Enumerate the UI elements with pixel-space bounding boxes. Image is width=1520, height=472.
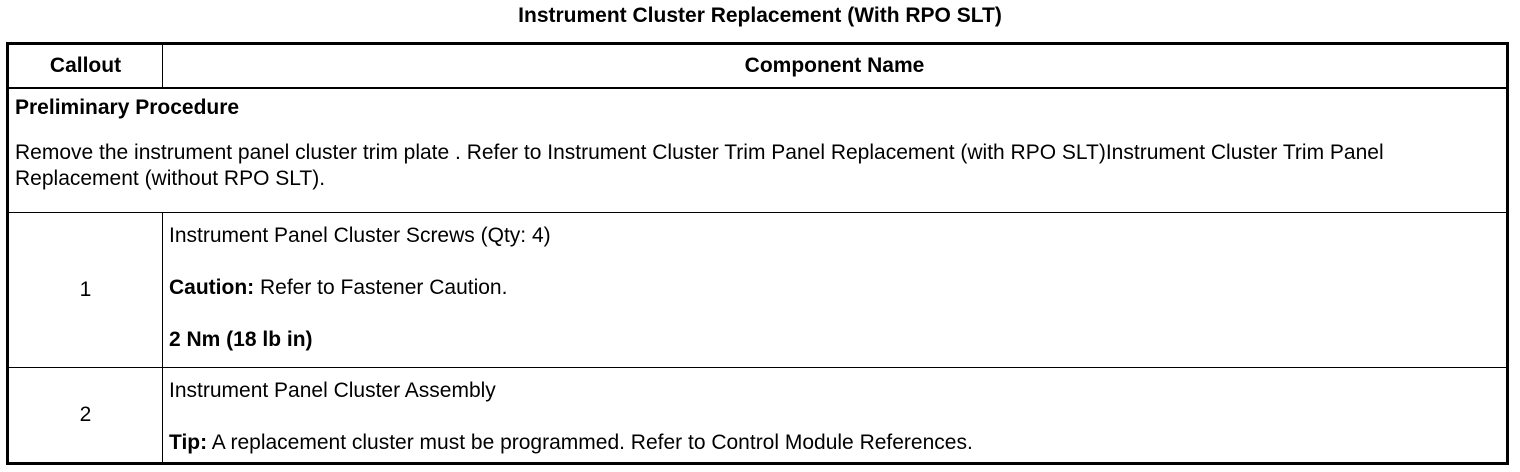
caution-text: Refer to Fastener Caution. bbox=[254, 276, 508, 300]
document-title: Instrument Cluster Replacement (With RPO… bbox=[518, 4, 1002, 27]
caution-note: Caution: Refer to Fastener Caution. bbox=[169, 275, 1500, 301]
caution-label: Caution: bbox=[169, 276, 255, 300]
component-cell: Instrument Panel Cluster Assembly Tip: A… bbox=[162, 366, 1508, 465]
torque-spec: 2 Nm (18 lb in) bbox=[169, 328, 313, 352]
tip-label: Tip: bbox=[169, 430, 208, 454]
preliminary-row: Preliminary Procedure Remove the instrum… bbox=[7, 86, 1508, 214]
header-component-name: Component Name bbox=[162, 43, 1508, 89]
header-callout: Callout bbox=[7, 43, 163, 89]
component-cell: Instrument Panel Cluster Screws (Qty: 4)… bbox=[162, 212, 1508, 368]
tip-note: Tip: A replacement cluster must be progr… bbox=[169, 430, 1500, 456]
preliminary-text: Remove the instrument panel cluster trim… bbox=[15, 140, 1384, 190]
procedure-table: Callout Component Name Preliminary Proce… bbox=[6, 42, 1509, 465]
preliminary-heading: Preliminary Procedure bbox=[15, 95, 240, 119]
callout-number: 1 bbox=[7, 212, 163, 368]
table-row: 2 Instrument Panel Cluster Assembly Tip:… bbox=[7, 366, 1508, 465]
component-name: Instrument Panel Cluster Screws (Qty: 4) bbox=[169, 224, 551, 248]
component-name: Instrument Panel Cluster Assembly bbox=[169, 378, 496, 402]
table-row: 1 Instrument Panel Cluster Screws (Qty: … bbox=[7, 212, 1508, 368]
callout-number: 2 bbox=[7, 366, 163, 465]
table-header-row: Callout Component Name bbox=[7, 43, 1508, 89]
tip-text: A replacement cluster must be programmed… bbox=[207, 430, 973, 454]
preliminary-cell: Preliminary Procedure Remove the instrum… bbox=[7, 86, 1508, 214]
